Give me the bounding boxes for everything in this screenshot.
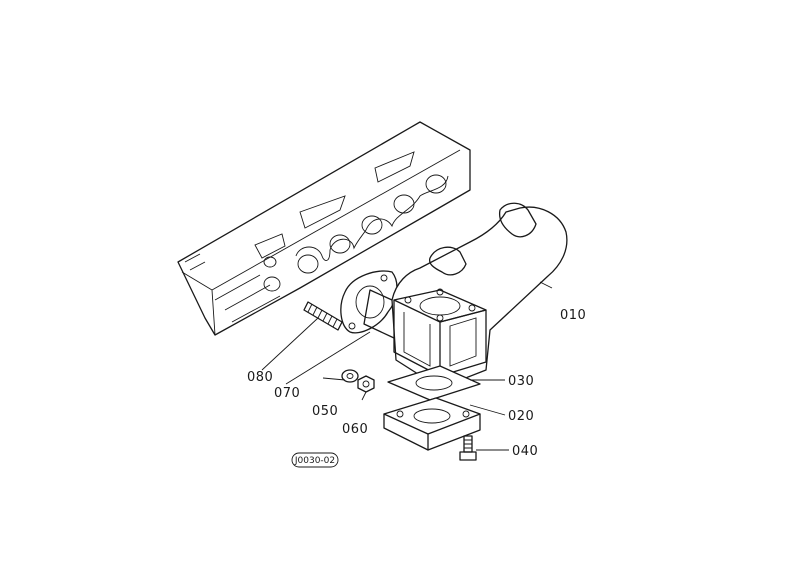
gasket-030 [387, 365, 481, 401]
part-labels: 010 020 030 040 050 060 070 080 [247, 308, 586, 459]
label-080: 080 [247, 370, 273, 385]
figure-reference: J0030-02 [291, 452, 339, 468]
stud-080 [303, 301, 343, 331]
washer-050 [341, 369, 359, 383]
figure-ref-text: J0030-02 [294, 456, 335, 466]
label-050: 050 [312, 404, 338, 419]
label-070: 070 [274, 386, 300, 401]
leader-lines [261, 281, 553, 451]
cylinder-head [177, 121, 471, 336]
exhaust-manifold-010 [363, 202, 568, 389]
label-010: 010 [560, 308, 586, 323]
label-020: 020 [508, 409, 534, 424]
gasket-070 [340, 270, 398, 334]
label-030: 030 [508, 374, 534, 389]
bolt-040 [459, 435, 477, 461]
label-040: 040 [512, 444, 538, 459]
label-060: 060 [342, 422, 368, 437]
nut-060 [357, 375, 375, 393]
flange-020 [383, 397, 481, 451]
